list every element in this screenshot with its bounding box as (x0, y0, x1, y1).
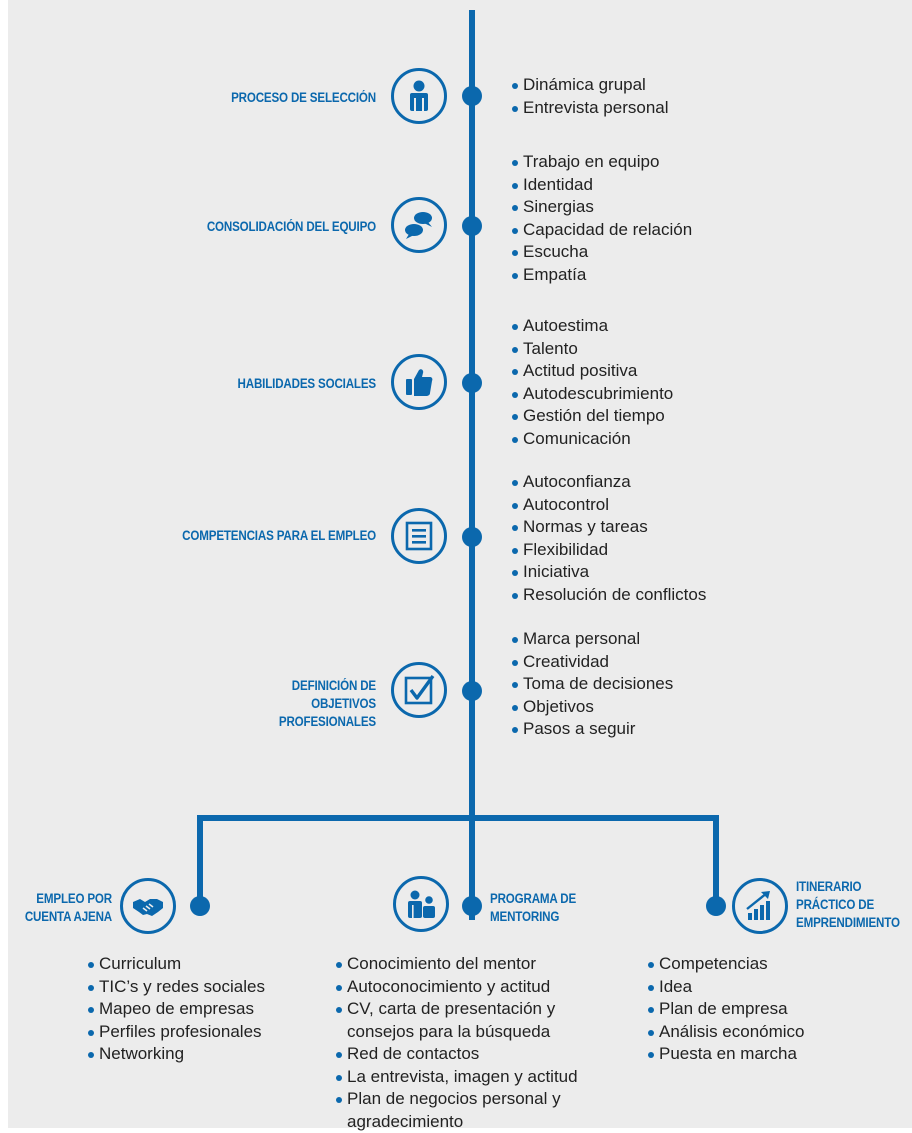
stage-icon-circle (391, 354, 447, 410)
list-item: Competencias (648, 953, 805, 976)
stage-icon-circle (391, 508, 447, 564)
list-item: La entrevista, imagen y actitud (336, 1066, 578, 1089)
list-item-continuation: agradecimiento (336, 1111, 578, 1133)
list-item: Pasos a seguir (512, 718, 673, 741)
branch-connector-horizontal (197, 815, 719, 821)
list-item: Perfiles profesionales (88, 1021, 265, 1044)
list-item: Networking (88, 1043, 265, 1066)
list-item: Autoconocimiento y actitud (336, 976, 578, 999)
list-item: Red de contactos (336, 1043, 578, 1066)
timeline-node (462, 86, 482, 106)
document-icon (402, 519, 436, 553)
branch-title: ITINERARIO PRÁCTICO DE EMPRENDIMIENTO (796, 878, 899, 932)
list-item: Curriculum (88, 953, 265, 976)
list-item: CV, carta de presentación y (336, 998, 578, 1021)
list-item: Empatía (512, 264, 692, 287)
timeline-node (462, 216, 482, 236)
stage-icon-circle (391, 197, 447, 253)
list-item: TIC’s y redes sociales (88, 976, 265, 999)
list-item: Idea (648, 976, 805, 999)
list-item: Iniciativa (512, 561, 706, 584)
timeline-node (462, 527, 482, 547)
main-timeline-line (469, 10, 475, 920)
branch-title: EMPLEO POR CUENTA AJENA (17, 890, 112, 926)
list-item: Escucha (512, 241, 692, 264)
list-item: Autoconfianza (512, 471, 706, 494)
stage-item-list: Dinámica grupal Entrevista personal (512, 74, 669, 119)
list-item: Capacidad de relación (512, 219, 692, 242)
list-item: Plan de negocios personal y (336, 1088, 578, 1111)
stage-icon-circle (391, 662, 447, 718)
list-item: Objetivos (512, 696, 673, 719)
list-item: Análisis económico (648, 1021, 805, 1044)
list-item: Autocontrol (512, 494, 706, 517)
branch-node (706, 896, 726, 916)
stage-item-list: Trabajo en equipo Identidad Sinergias Ca… (512, 151, 692, 286)
stage-item-list: Autoestima Talento Actitud positiva Auto… (512, 315, 673, 450)
branch-item-list: Conocimiento del mentor Autoconocimiento… (336, 953, 578, 1133)
list-item: Talento (512, 338, 673, 361)
list-item: Creatividad (512, 651, 673, 674)
mentoring-icon (404, 887, 438, 921)
branch-icon-circle (120, 878, 176, 934)
branch-icon-circle (732, 878, 788, 934)
growth-chart-icon (743, 889, 777, 923)
list-item: Entrevista personal (512, 97, 669, 120)
list-item: Sinergias (512, 196, 692, 219)
branch-icon-circle (393, 876, 449, 932)
list-item: Autoestima (512, 315, 673, 338)
list-item: Dinámica grupal (512, 74, 669, 97)
list-item: Autodescubrimiento (512, 383, 673, 406)
stage-title: HABILIDADES SOCIALES (118, 375, 376, 393)
branch-item-list: Curriculum TIC’s y redes sociales Mapeo … (88, 953, 265, 1066)
timeline-node (462, 373, 482, 393)
list-item: Mapeo de empresas (88, 998, 265, 1021)
branch-connector-right (713, 815, 719, 905)
stage-icon-circle (391, 68, 447, 124)
list-item: Gestión del tiempo (512, 405, 673, 428)
handshake-icon (131, 889, 165, 923)
stage-title: DEFINICIÓN DE OBJETIVOS PROFESIONALES (118, 677, 376, 731)
branch-connector-left (197, 815, 203, 905)
stage-item-list: Autoconfianza Autocontrol Normas y tarea… (512, 471, 706, 606)
branch-title: PROGRAMA DE MENTORING (490, 890, 593, 926)
list-item: Puesta en marcha (648, 1043, 805, 1066)
list-item: Flexibilidad (512, 539, 706, 562)
list-item-continuation: consejos para la búsqueda (336, 1021, 578, 1044)
stage-title: CONSOLIDACIÓN DEL EQUIPO (118, 218, 376, 236)
thumbs-up-icon (402, 365, 436, 399)
branch-item-list: Competencias Idea Plan de empresa Anális… (648, 953, 805, 1066)
branch-node (462, 896, 482, 916)
timeline-node (462, 681, 482, 701)
list-item: Identidad (512, 174, 692, 197)
list-item: Resolución de conflictos (512, 584, 706, 607)
list-item: Comunicación (512, 428, 673, 451)
list-item: Conocimiento del mentor (336, 953, 578, 976)
stage-item-list: Marca personal Creatividad Toma de decis… (512, 628, 673, 741)
stage-title: PROCESO DE SELECCIÓN (118, 89, 376, 107)
list-item: Normas y tareas (512, 516, 706, 539)
list-item: Toma de decisiones (512, 673, 673, 696)
list-item: Plan de empresa (648, 998, 805, 1021)
person-icon (402, 79, 436, 113)
stage-title: COMPETENCIAS PARA EL EMPLEO (101, 527, 376, 545)
checkbox-icon (402, 673, 436, 707)
speech-bubbles-icon (402, 208, 436, 242)
list-item: Trabajo en equipo (512, 151, 692, 174)
branch-node (190, 896, 210, 916)
list-item: Actitud positiva (512, 360, 673, 383)
list-item: Marca personal (512, 628, 673, 651)
